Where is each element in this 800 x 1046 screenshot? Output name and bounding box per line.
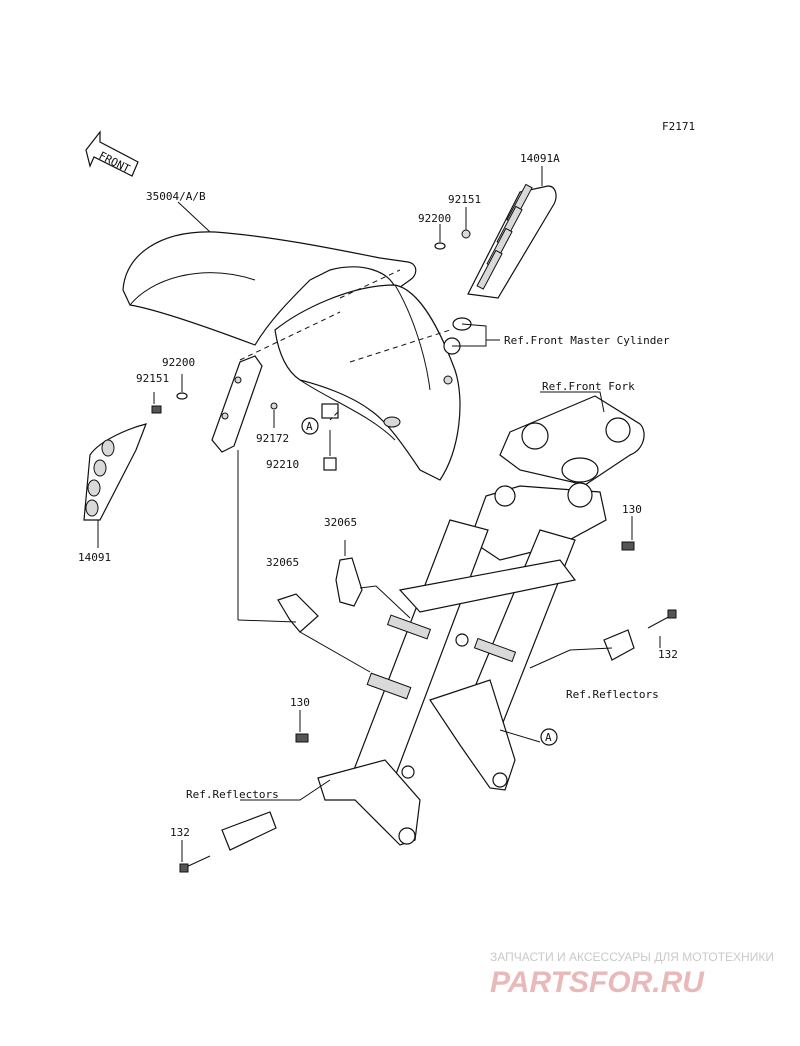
bracket-32065-upper [335,557,363,607]
label-92200-left: 92200 [162,356,195,369]
side-cover-14091a [467,183,557,299]
label-14091: 14091 [78,551,111,564]
washer-92200-left [176,392,188,400]
label-92151-left: 92151 [136,372,169,385]
label-14091a: 14091A [520,152,560,165]
figure-code: F2171 [662,120,695,133]
label-130-left: 130 [290,696,310,709]
front-fork-assembly [317,395,645,846]
label-32065-upper: 32065 [324,516,357,529]
reflector-bracket-left [221,811,277,851]
bolt-130-left [295,733,309,743]
label-ref-front-fork: Ref.Front Fork [542,380,635,393]
label-ref-front-master-cylinder: Ref.Front Master Cylinder [504,334,670,347]
washer-92200-top [434,242,446,250]
label-35004: 35004/A/B [146,190,206,203]
watermark-brand: PARTSFOR.RU [490,966,705,999]
marker-a-1: A [301,417,319,435]
label-ref-reflectors-right: Ref.Reflectors [566,688,659,701]
fender-bracket-left [211,355,263,453]
front-fender [122,231,461,481]
watermark-caption: ЗАПЧАСТИ И АКСЕССУАРЫ ДЛЯ МОТОТЕХНИКИ [490,950,774,964]
leader-lines [97,166,661,862]
label-130-right: 130 [622,503,642,516]
fastener-92151-top [461,229,471,239]
marker-a-1-label: A [306,420,313,433]
bolt-132-right [647,609,677,629]
fastener-92151-left [151,405,162,414]
bolt-130-right [621,541,635,551]
marker-a-2: A [540,728,558,746]
clip-near-marker-a [321,403,339,419]
master-cylinder-clamps [443,317,472,355]
label-ref-reflectors-left: Ref.Reflectors [186,788,279,801]
bolt-132-left [179,855,211,873]
label-92200-top: 92200 [418,212,451,225]
label-92210: 92210 [266,458,299,471]
bracket-32065-lower [277,593,319,633]
side-cover-14091 [83,423,147,521]
front-direction-arrow: FRONT [85,130,139,177]
marker-a-2-label: A [545,731,552,744]
label-132-left: 132 [170,826,190,839]
label-92172: 92172 [256,432,289,445]
bolt-92172 [270,402,278,410]
clip-92210 [323,457,337,471]
label-32065-lower: 32065 [266,556,299,569]
label-132-right: 132 [658,648,678,661]
reflector-bracket-right [603,629,635,661]
label-92151-top: 92151 [448,193,481,206]
